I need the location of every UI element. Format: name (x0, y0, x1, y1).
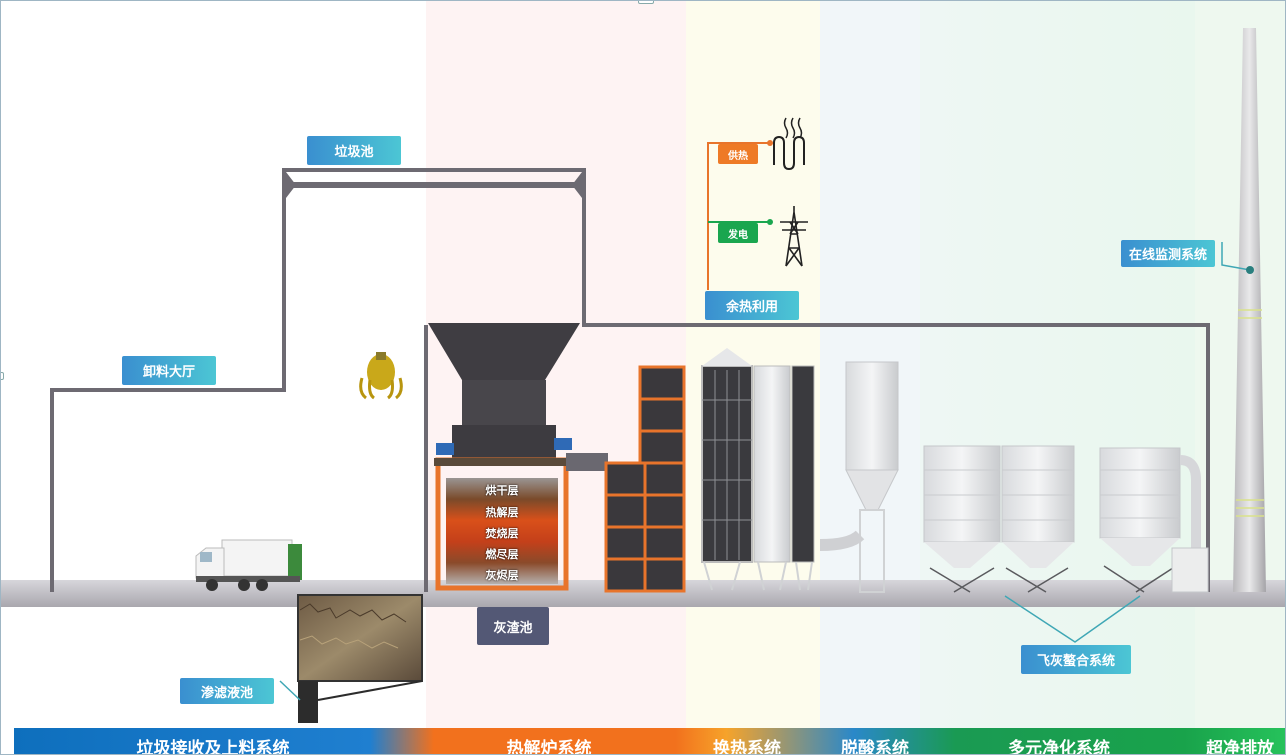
building-outline (50, 168, 1210, 592)
monitor-leader (1221, 242, 1251, 271)
deacid-tower (819, 361, 899, 593)
crane-grab-icon (359, 352, 403, 400)
layer-pyrolysis: 热解层 (485, 506, 519, 519)
label-fly-ash: 飞灰螯合系统 (1021, 645, 1131, 674)
label-heat-recovery: 余热利用 (705, 291, 799, 320)
label-garbage-pool: 垃圾池 (307, 136, 401, 165)
power-tower-icon (780, 206, 808, 267)
label-power-gen: 发电 (718, 223, 758, 243)
section-pyrolysis: 热解炉系统 (506, 739, 592, 755)
layer-burnout: 燃尽层 (485, 548, 519, 561)
heat-utilization-lines (707, 140, 773, 290)
section-receiving: 垃圾接收及上料系统 (136, 739, 290, 755)
feed-hopper (428, 323, 580, 465)
heat-exchanger-stack (604, 365, 686, 593)
layer-combustion: 焚烧层 (485, 527, 519, 540)
label-online-monitor: 在线监测系统 (1121, 240, 1215, 267)
section-heat-exchange: 换热系统 (713, 739, 781, 755)
heating-radiator-icon (773, 117, 805, 171)
furnace-layers: 烘干层 热解层 焚烧层 燃尽层 灰烬层 (446, 478, 558, 584)
label-leachate-pool: 渗滤液池 (180, 678, 274, 704)
leachate-leader (279, 680, 301, 701)
section-emission: 超净排放 (1206, 739, 1274, 755)
section-bar: 垃圾接收及上料系统 热解炉系统 换热系统 脱酸系统 多元净化系统 超净排放 (14, 728, 1286, 755)
garbage-truck-icon (195, 539, 302, 591)
pyrolysis-furnace (434, 453, 608, 591)
section-deacid: 脱酸系统 (841, 739, 909, 755)
heat-exchange-towers (701, 348, 815, 591)
layer-drying: 烘干层 (485, 484, 519, 497)
bag-filters (923, 445, 1209, 593)
garbage-pit (297, 594, 423, 723)
layer-ash: 灰烬层 (485, 569, 519, 582)
flyash-leader (1004, 595, 1141, 643)
section-purify: 多元净化系统 (1008, 739, 1110, 755)
plant-illustration (0, 28, 1286, 723)
label-ash-pool: 灰渣池 (477, 607, 549, 645)
frame-handle-top[interactable] (638, 0, 654, 4)
label-heat-supply: 供热 (718, 144, 758, 164)
chimney (1233, 28, 1266, 592)
frame-handle-left[interactable] (0, 372, 4, 380)
label-unloading-hall: 卸料大厅 (122, 356, 216, 385)
